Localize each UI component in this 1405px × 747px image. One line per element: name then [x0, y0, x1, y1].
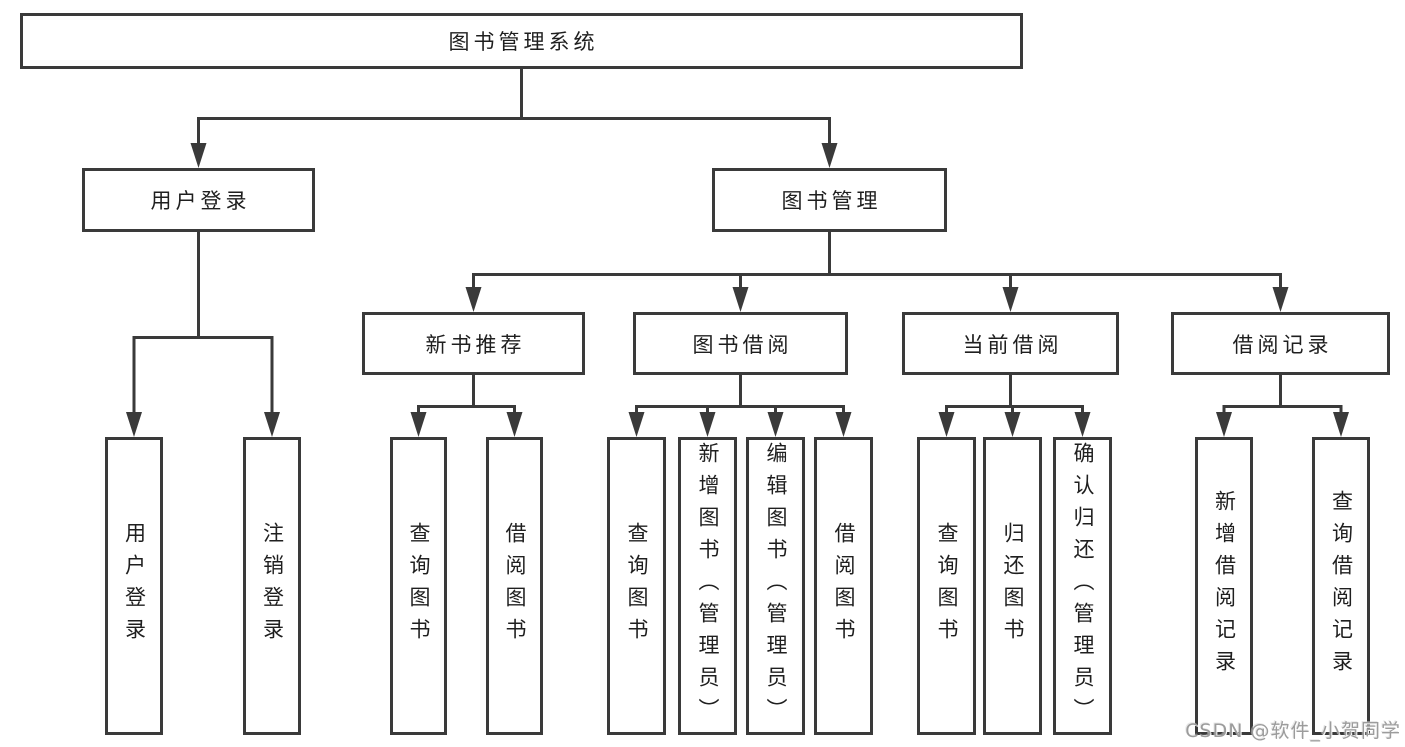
leaf-logout: 注销登录	[243, 437, 301, 735]
node-current-borrow: 当前借阅	[902, 312, 1119, 375]
csdn-watermark: CSDN @软件_小贺同学	[1185, 720, 1401, 742]
node-new-book-recommend: 新书推荐	[362, 312, 585, 375]
leaf-return-book: 归还图书	[983, 437, 1042, 735]
leaf-edit-book-admin: 编辑图书（管理员）	[746, 437, 805, 735]
leaf-add-book-admin: 新增图书（管理员）	[678, 437, 737, 735]
node-borrow-record: 借阅记录	[1171, 312, 1390, 375]
node-user-login: 用户登录	[82, 168, 315, 232]
leaf-confirm-return-admin: 确认归还（管理员）	[1053, 437, 1112, 735]
leaf-borrow-book: 借阅图书	[814, 437, 873, 735]
leaf-recommend-borrow-book: 借阅图书	[486, 437, 543, 735]
leaf-user-login: 用户登录	[105, 437, 163, 735]
node-book-borrow: 图书借阅	[633, 312, 848, 375]
connector-lines	[132, 69, 1343, 416]
leaf-current-query-book: 查询图书	[917, 437, 976, 735]
arrowhead-icons	[126, 143, 1349, 437]
leaf-borrow-query-book: 查询图书	[607, 437, 666, 735]
leaf-recommend-query-book: 查询图书	[390, 437, 447, 735]
leaf-query-borrow-record: 查询借阅记录	[1312, 437, 1370, 735]
node-book-management: 图书管理	[712, 168, 947, 232]
node-root-system: 图书管理系统	[20, 13, 1023, 69]
leaf-add-borrow-record: 新增借阅记录	[1195, 437, 1253, 735]
